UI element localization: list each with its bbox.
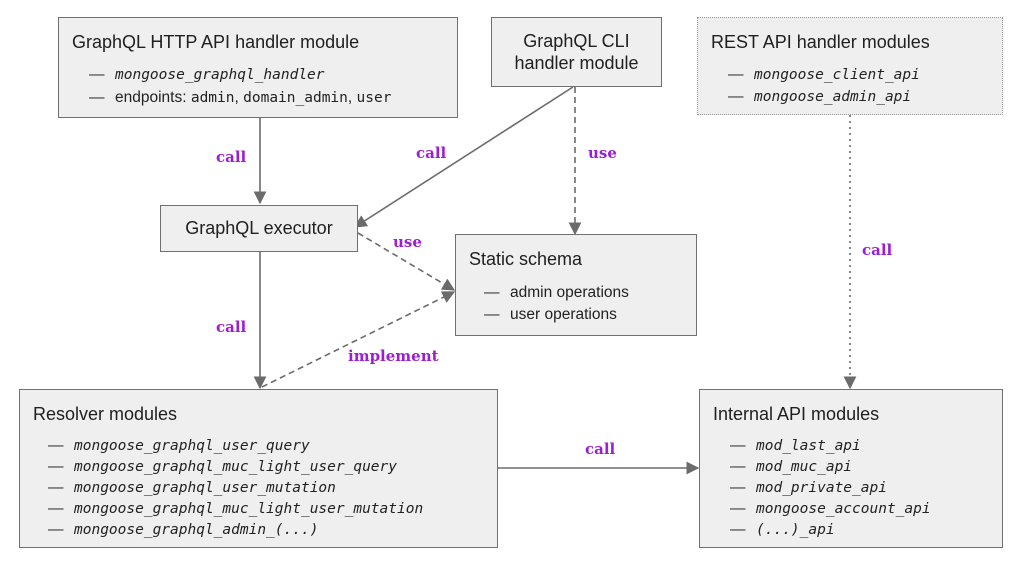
endpoint-admin: admin <box>190 90 235 106</box>
module-name: mod_private_api <box>756 480 887 496</box>
list-item: — endpoints: admin , domain_admin , user <box>89 88 391 108</box>
list-item: — mod_private_api <box>730 478 931 498</box>
rest-handler-title: REST API handler modules <box>711 32 930 52</box>
list-item: — mongoose_graphql_user_mutation <box>48 478 423 498</box>
edge-label-resolvers-schema: implement <box>348 347 439 365</box>
dash-marker: — <box>730 500 746 517</box>
handler-module-name: mongoose_graphql_handler <box>115 67 325 83</box>
list-item: — mod_last_api <box>730 436 931 456</box>
module-name: mongoose_account_api <box>756 501 931 517</box>
list-item: — admin operations <box>484 283 629 303</box>
dash-marker: — <box>730 479 746 496</box>
endpoints-prefix: endpoints: <box>115 89 191 106</box>
dash-marker: — <box>484 284 500 301</box>
list-item: — mongoose_account_api <box>730 499 931 519</box>
dash-marker: — <box>728 88 744 105</box>
internal-api-items: — mod_last_api — mod_muc_api — mod_private_… <box>730 436 931 540</box>
module-name: mongoose_graphql_user_mutation <box>74 480 336 496</box>
list-item: — mod_muc_api <box>730 457 931 477</box>
endpoint-separator: , <box>234 89 244 106</box>
resolvers-title: Resolver modules <box>33 404 178 424</box>
dash-marker: — <box>730 458 746 475</box>
edge-label-cli-executor: call <box>416 144 447 162</box>
http-handler-title: GraphQL HTTP API handler module <box>72 32 360 52</box>
cli-handler-title-line1: GraphQL CLI <box>523 31 630 51</box>
endpoint-domain-admin: domain_admin <box>243 90 348 106</box>
http-handler-box: GraphQL HTTP API handler module — mongoo… <box>58 17 458 118</box>
dash-marker: — <box>48 521 64 538</box>
edge-label-cli-schema: use <box>588 144 617 162</box>
cli-handler-title-line2: handler module <box>514 53 639 73</box>
module-name: mongoose_admin_api <box>754 89 912 105</box>
schema-operation: user operations <box>510 306 617 323</box>
cli-handler-box: GraphQL CLI handler module <box>491 17 662 87</box>
dash-marker: — <box>48 500 64 517</box>
list-item: — mongoose_graphql_handler <box>89 65 391 85</box>
endpoint-user: user <box>356 90 392 106</box>
dash-marker: — <box>730 521 746 538</box>
module-name: mod_muc_api <box>756 459 853 475</box>
list-item: — mongoose_client_api <box>728 65 920 85</box>
schema-operation: admin operations <box>510 284 629 301</box>
internal-api-title: Internal API modules <box>713 404 880 424</box>
module-name: (...)_api <box>756 522 835 538</box>
module-name: mongoose_graphql_admin_(...) <box>74 522 319 538</box>
http-handler-items: — mongoose_graphql_handler — endpoints: … <box>89 65 391 108</box>
rest-handler-items: — mongoose_client_api — mongoose_admin_a… <box>728 65 920 107</box>
module-name: mod_last_api <box>756 438 861 454</box>
internal-api-box: Internal API modules — mod_last_api — mod_… <box>699 389 1003 548</box>
edge-executor-to-schema <box>357 232 456 291</box>
edge-cli-to-executor <box>353 86 574 228</box>
edge-label-resolvers-internal: call <box>585 440 616 458</box>
dash-marker: — <box>48 458 64 475</box>
module-name: mongoose_graphql_muc_light_user_mutation <box>74 501 424 517</box>
list-item: — (...)_api <box>730 520 931 540</box>
dash-marker: — <box>89 89 105 106</box>
edge-label-rest-internal: call <box>862 241 893 259</box>
schema-items: — admin operations — user operations <box>484 283 629 325</box>
edge-label-executor-schema: use <box>393 233 422 251</box>
dash-marker: — <box>89 66 105 83</box>
schema-box: Static schema — admin operations — user … <box>455 234 697 336</box>
rest-handler-box: REST API handler modules — mongoose_clie… <box>697 17 1003 115</box>
endpoint-separator: , <box>347 89 357 106</box>
module-name: mongoose_client_api <box>754 67 920 83</box>
edge-resolvers-to-schema <box>261 291 456 388</box>
resolvers-items: — mongoose_graphql_user_query — mongoose_g… <box>48 436 423 540</box>
resolvers-box: Resolver modules — mongoose_graphql_user_… <box>19 389 498 548</box>
module-name: mongoose_graphql_user_query <box>74 438 310 454</box>
edge-label-http-executor: call <box>216 148 247 166</box>
module-name: mongoose_graphql_muc_light_user_query <box>74 459 398 475</box>
list-item: — mongoose_graphql_admin_(...) <box>48 520 423 540</box>
list-item: — user operations <box>484 305 629 325</box>
list-item: — mongoose_graphql_muc_light_user_mutatio… <box>48 499 423 519</box>
list-item: — mongoose_admin_api <box>728 87 920 107</box>
edge-label-executor-resolvers: call <box>216 318 247 336</box>
list-item: — mongoose_graphql_muc_light_user_query <box>48 457 423 477</box>
executor-box: GraphQL executor <box>160 205 358 252</box>
list-item: — mongoose_graphql_user_query <box>48 436 423 456</box>
executor-title: GraphQL executor <box>185 218 333 238</box>
schema-title: Static schema <box>469 249 583 269</box>
dash-marker: — <box>48 479 64 496</box>
dash-marker: — <box>48 437 64 454</box>
dash-marker: — <box>728 66 744 83</box>
dash-marker: — <box>730 437 746 454</box>
dash-marker: — <box>484 306 500 323</box>
